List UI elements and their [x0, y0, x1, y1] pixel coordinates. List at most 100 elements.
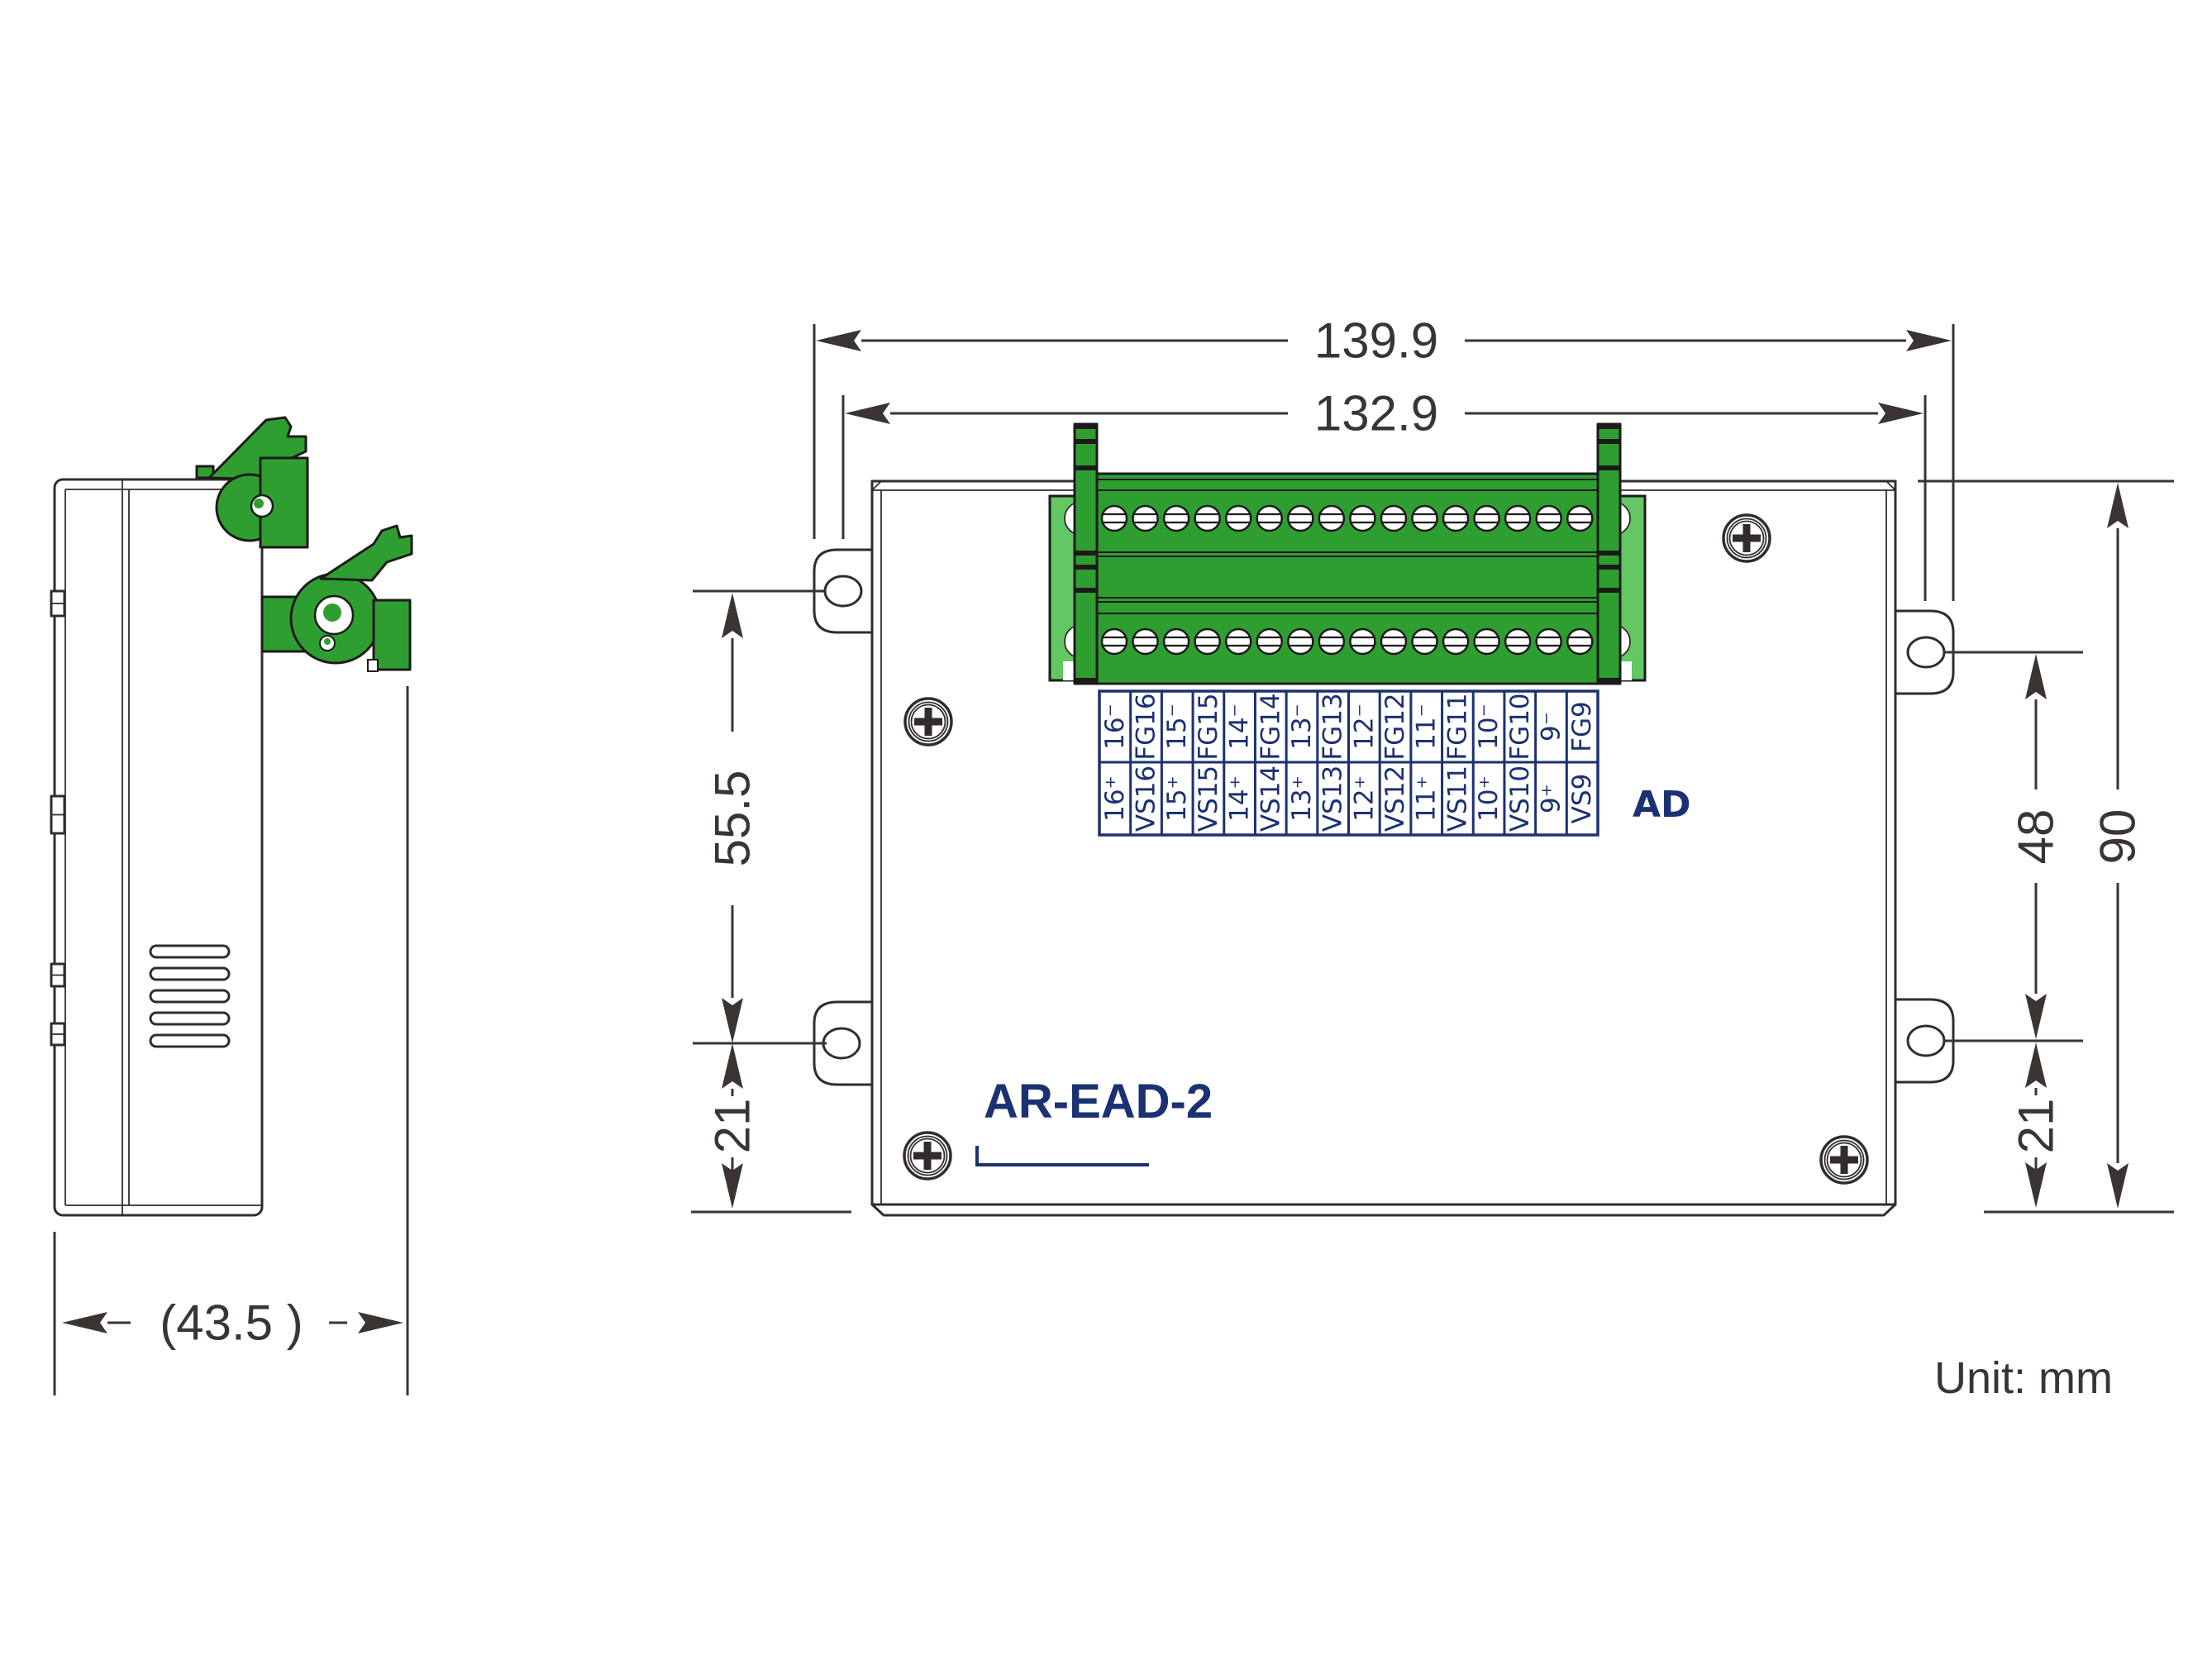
- din-clip-lower: [260, 524, 413, 672]
- terminal-screw-slot: [1196, 636, 1218, 647]
- rail-band: [1598, 588, 1620, 593]
- terminal-screw-slot: [1104, 513, 1125, 524]
- rail-band: [1075, 424, 1097, 429]
- terminal-screw: [1380, 627, 1408, 656]
- vent-slot: [149, 966, 231, 981]
- terminal-label-table: 16⁻16⁺FG16VS1615⁻15⁺FG15VS1514⁻14⁺FG14VS…: [1098, 689, 1691, 837]
- dimension-arrowhead: [722, 998, 743, 1043]
- terminal-screws: [1100, 504, 1594, 656]
- terminal-screw-slot: [1258, 513, 1280, 524]
- dim-right-lower-hole-offset: 21: [2009, 1099, 2064, 1154]
- terminal-screw-slot: [1507, 513, 1529, 524]
- mount-hole-left-top: [823, 575, 863, 608]
- rail-band: [1075, 551, 1097, 556]
- terminal-screw: [1411, 504, 1438, 532]
- terminal-screw: [1504, 504, 1532, 532]
- dim-overall-width: 139.9: [1314, 313, 1438, 369]
- model-label: AR-EAD-2: [984, 1075, 1213, 1128]
- terminal-screw-slot: [1475, 636, 1498, 647]
- terminal-screw-slot: [1134, 513, 1156, 524]
- terminal-label-bottom: 11⁺: [1412, 775, 1442, 822]
- terminal-screw: [1318, 504, 1346, 532]
- terminal-screw: [1224, 504, 1252, 532]
- dimension-arrowhead: [2025, 1162, 2047, 1208]
- terminal-label-top: FG13: [1318, 693, 1348, 760]
- mount-hole-right-top: [1906, 636, 1946, 669]
- terminal-screw-slot: [1352, 513, 1374, 524]
- terminal-label-bottom: 14⁺: [1225, 775, 1255, 822]
- rail-band: [1598, 424, 1620, 429]
- terminal-screw: [1411, 627, 1438, 656]
- terminal-screw-slot: [1537, 513, 1560, 524]
- vent-slot: [149, 1011, 231, 1026]
- rail-band: [1598, 439, 1620, 444]
- terminal-screw: [1194, 504, 1221, 532]
- terminal-label-top: 16⁻: [1100, 704, 1130, 750]
- terminal-screw: [1100, 627, 1128, 656]
- rail-band: [1075, 678, 1097, 683]
- terminal-screw: [1287, 627, 1314, 656]
- terminal-screw-slot: [1134, 636, 1156, 647]
- mount-hole-right-bottom: [1906, 1024, 1946, 1057]
- connector-group-label: AD: [1633, 784, 1691, 826]
- dimension-arrowhead: [816, 330, 861, 351]
- unit-note: Unit: mm: [1934, 1353, 2113, 1403]
- terminal-label-top: FG12: [1380, 693, 1410, 760]
- din-rail-notches: [50, 589, 66, 1047]
- terminal-screw-slot: [1382, 636, 1404, 647]
- terminal-screw: [1100, 504, 1128, 532]
- terminal-screw-slot: [1166, 513, 1188, 524]
- terminal-label-bottom: VS13: [1318, 766, 1348, 832]
- terminal-screw: [1504, 627, 1532, 656]
- terminal-label-bottom: 16⁺: [1100, 775, 1130, 822]
- terminal-screw-slot: [1413, 636, 1436, 647]
- dimension-arrowhead: [2107, 483, 2129, 528]
- terminal-screw-slot: [1352, 636, 1374, 647]
- terminal-screw: [1380, 504, 1408, 532]
- terminal-screw: [1287, 504, 1314, 532]
- dimension-arrowhead: [845, 403, 890, 424]
- enclosure-corner-chamfers: [871, 480, 1896, 491]
- dimension-lines: 139.9 132.9 55.5 21 48 21 90: [62, 313, 2174, 1333]
- terminal-screw-slot: [1569, 513, 1591, 524]
- terminal-screw: [1566, 627, 1594, 656]
- side-depth-value: (43.5 ): [160, 1295, 303, 1351]
- terminal-label-bottom: VS15: [1194, 766, 1223, 832]
- vent-slots: [149, 944, 231, 1048]
- side-body-mid-line: [122, 480, 130, 1214]
- terminal-label-bottom: 15⁺: [1162, 775, 1192, 822]
- dim-mount-hole-span: 132.9: [1314, 386, 1438, 441]
- vent-slot: [149, 944, 231, 959]
- terminal-screw: [1442, 504, 1470, 532]
- terminal-label-bottom: VS10: [1505, 766, 1535, 832]
- terminal-screw: [1162, 627, 1190, 656]
- terminal-block: [1048, 422, 1647, 685]
- front-view: 16⁻16⁺FG16VS1615⁻15⁺FG15VS1514⁻14⁺FG14VS…: [62, 313, 2174, 1333]
- dim-overall-height: 90: [2090, 809, 2146, 865]
- vent-slot: [149, 1033, 231, 1048]
- din-clip-upper: [195, 416, 309, 549]
- terminal-label-bottom: 9⁺: [1536, 784, 1566, 813]
- dimension-arrowhead: [722, 1043, 743, 1089]
- terminal-screw-slot: [1475, 513, 1498, 524]
- rail-band: [1598, 678, 1620, 683]
- terminal-label-bottom: 10⁺: [1474, 775, 1504, 822]
- terminal-label-top: FG9: [1567, 701, 1597, 752]
- dimension-arrowhead: [2025, 1042, 2047, 1088]
- terminal-screw: [1473, 504, 1500, 532]
- terminal-screw-slot: [1445, 636, 1467, 647]
- dim-left-upper-hole-offset: 55.5: [705, 770, 760, 867]
- terminal-label-bottom: VS12: [1380, 766, 1410, 832]
- terminal-screw: [1256, 504, 1283, 532]
- dimension-arrowhead: [1906, 330, 1952, 351]
- dimension-side-depth: (43.5 ): [53, 686, 409, 1395]
- dim-right-hole-span: 48: [2009, 809, 2064, 865]
- rail-band: [1075, 465, 1097, 470]
- vent-slot: [149, 989, 231, 1004]
- terminal-label-bottom: VS16: [1132, 766, 1161, 832]
- terminal-label-top: FG16: [1132, 693, 1161, 760]
- dimension-arrowhead: [2107, 1163, 2129, 1209]
- terminal-screw-slot: [1104, 636, 1125, 647]
- terminal-label-bottom: VS14: [1256, 766, 1285, 832]
- dimension-arrowhead: [358, 1312, 403, 1333]
